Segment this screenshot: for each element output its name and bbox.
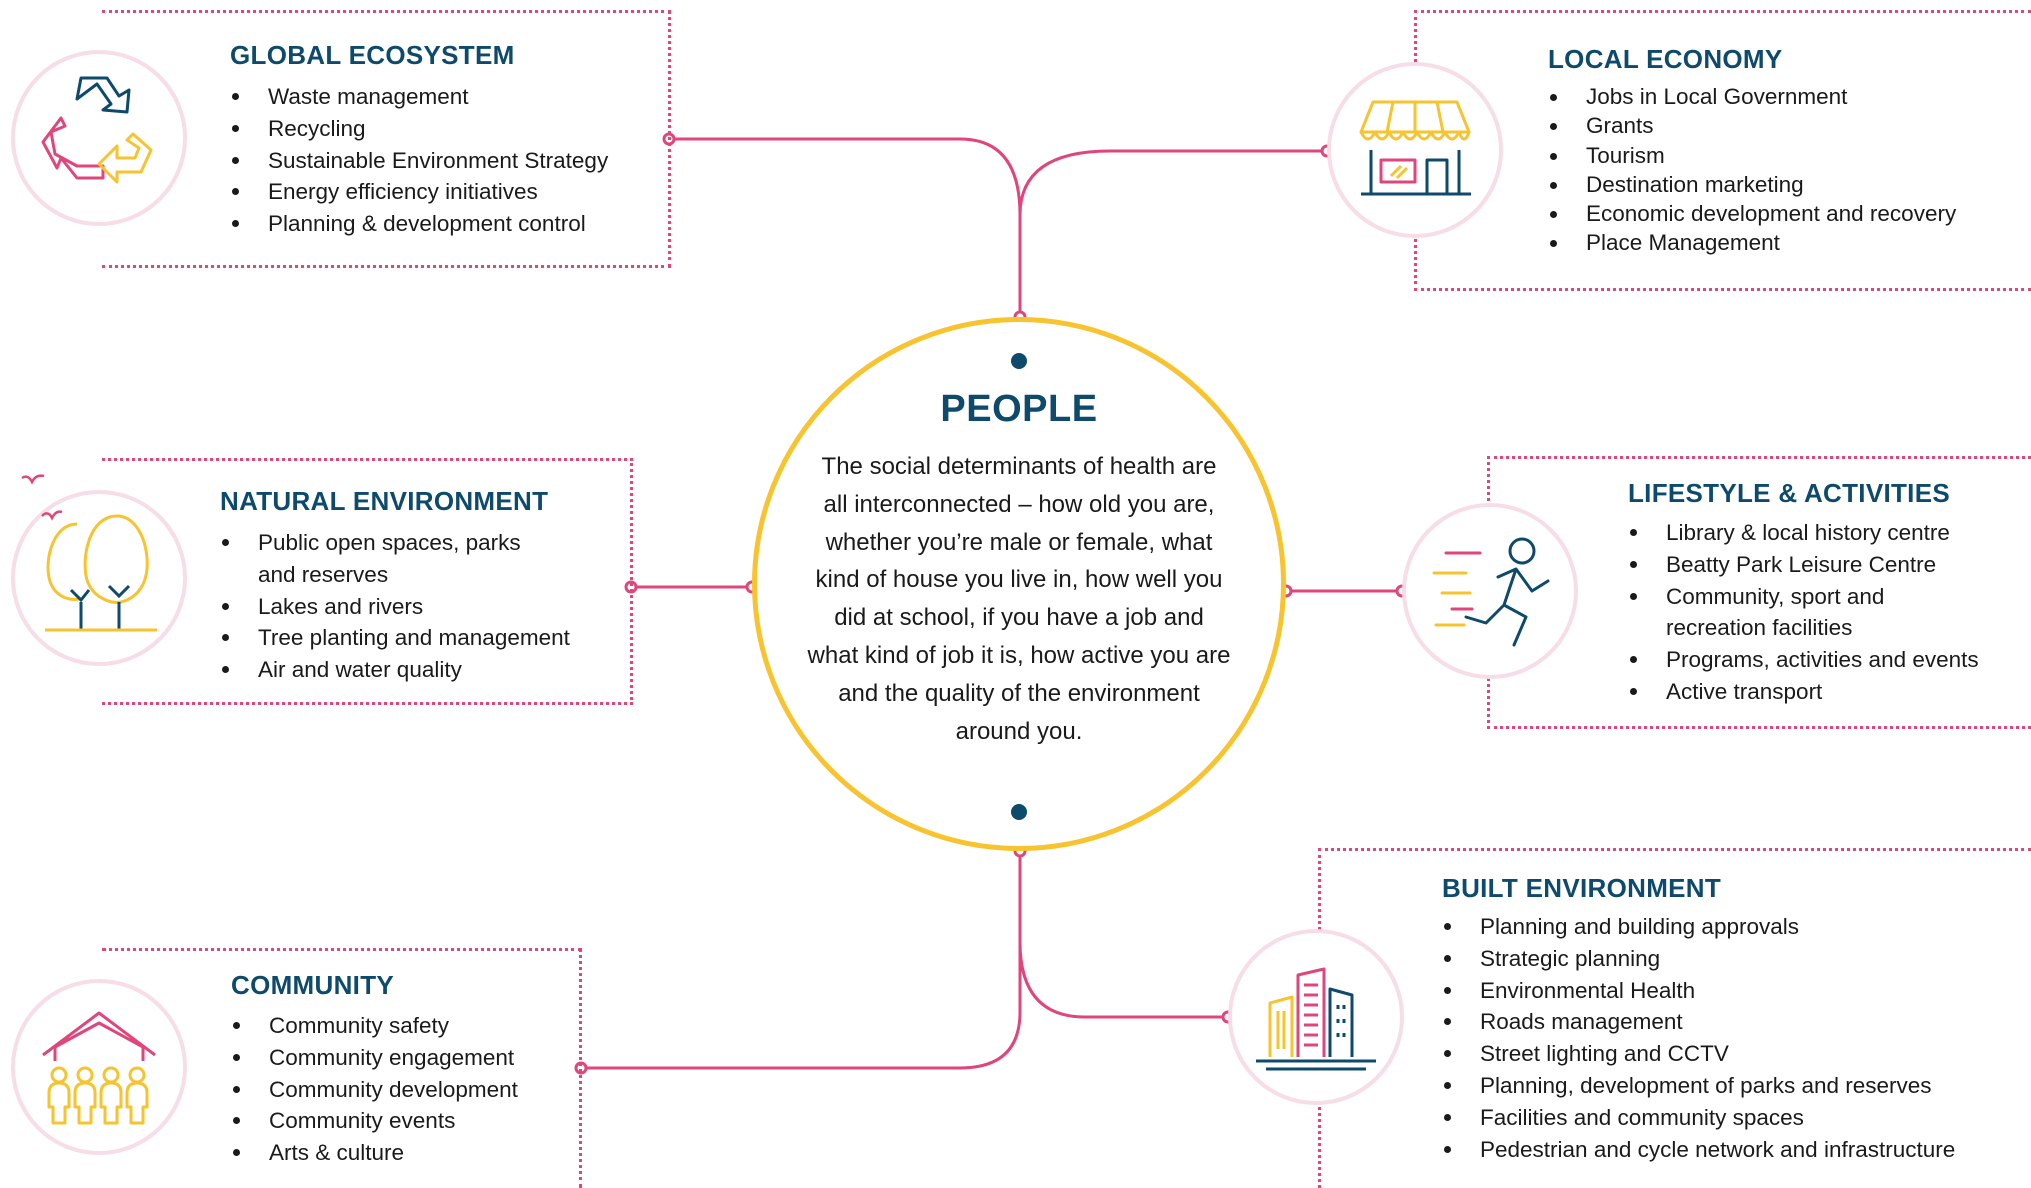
trees-icon [11,490,187,666]
list-item: Programs, activities and events [1628,644,2018,676]
people-description: The social determinants of health are al… [807,453,1231,745]
list-item: Destination marketing [1548,170,2018,199]
list-item: Jobs in Local Government [1548,82,2018,111]
list-item: Tree planting and management [220,622,570,654]
shopfront-icon [1327,62,1503,238]
natural-environment-box [102,458,633,705]
list-item: Recycling [230,113,608,145]
list-item: Library & local history centre [1628,517,2018,549]
list-item: Public open spaces, parks [220,527,570,559]
list-item: Planning & development control [230,208,608,240]
runner-icon [1402,503,1578,679]
people-title: PEOPLE [940,388,1098,430]
list-item: Community events [231,1105,518,1137]
list-item: Planning and building approvals [1442,911,2022,943]
list-item: Waste management [230,81,608,113]
built-environment-title: BUILT ENVIRONMENT [1442,873,1722,903]
lifestyle-activities-list: Library & local history centre Beatty Pa… [1628,517,2018,708]
list-item: Community development [231,1074,518,1106]
bottom-dot-icon [1011,804,1027,820]
community-title: COMMUNITY [231,970,395,1000]
local-economy-title: LOCAL ECONOMY [1548,44,1783,74]
list-item: Strategic planning [1442,943,2022,975]
list-item: Air and water quality [220,654,570,686]
list-item: Energy efficiency initiatives [230,176,608,208]
top-dot-icon [1011,353,1027,369]
list-item: Economic development and recovery [1548,199,2018,228]
global-ecosystem-box [102,10,671,268]
list-item: Grants [1548,111,2018,140]
list-item: Planning, development of parks and reser… [1442,1070,2022,1102]
community-box [102,948,582,1188]
list-item: Arts & culture [231,1137,518,1169]
list-item: and reserves [258,561,389,587]
community-list: Community safety Community engagement Co… [231,1010,518,1169]
list-item: Sustainable Environment Strategy [230,145,608,177]
local-economy-list: Jobs in Local Government Grants Tourism … [1548,82,2018,258]
list-item: Place Management [1548,228,2018,257]
list-item: Environmental Health [1442,975,2022,1007]
birds-icon [21,474,63,521]
list-item: Roads management [1442,1006,2022,1038]
list-item: Tourism [1548,141,2018,170]
built-environment-list: Planning and building approvals Strategi… [1442,911,2022,1165]
global-ecosystem-title: GLOBAL ECOSYSTEM [230,40,515,70]
list-item: Beatty Park Leisure Centre [1628,549,2018,581]
list-item: Street lighting and CCTV [1442,1038,2022,1070]
list-item: Lakes and rivers [220,591,570,623]
list-item: Community safety [231,1010,518,1042]
natural-environment-list: Public open spaces, parks and reserves L… [220,527,570,686]
buildings-icon [1228,929,1404,1105]
natural-environment-title: NATURAL ENVIRONMENT [220,486,549,516]
people-circle: PEOPLE The social determinants of health… [752,317,1286,851]
list-item: Community engagement [231,1042,518,1074]
lifestyle-activities-title: LIFESTYLE & ACTIVITIES [1628,478,1950,508]
list-item: Facilities and community spaces [1442,1102,2022,1134]
list-item: Community, sport and [1628,581,2018,613]
global-ecosystem-list: Waste management Recycling Sustainable E… [230,81,608,240]
list-item: Active transport [1628,676,2018,708]
recycle-icon [11,50,187,226]
people-house-icon [11,979,187,1155]
list-item: Pedestrian and cycle network and infrast… [1442,1134,2022,1166]
list-item: recreation facilities [1666,615,1853,641]
